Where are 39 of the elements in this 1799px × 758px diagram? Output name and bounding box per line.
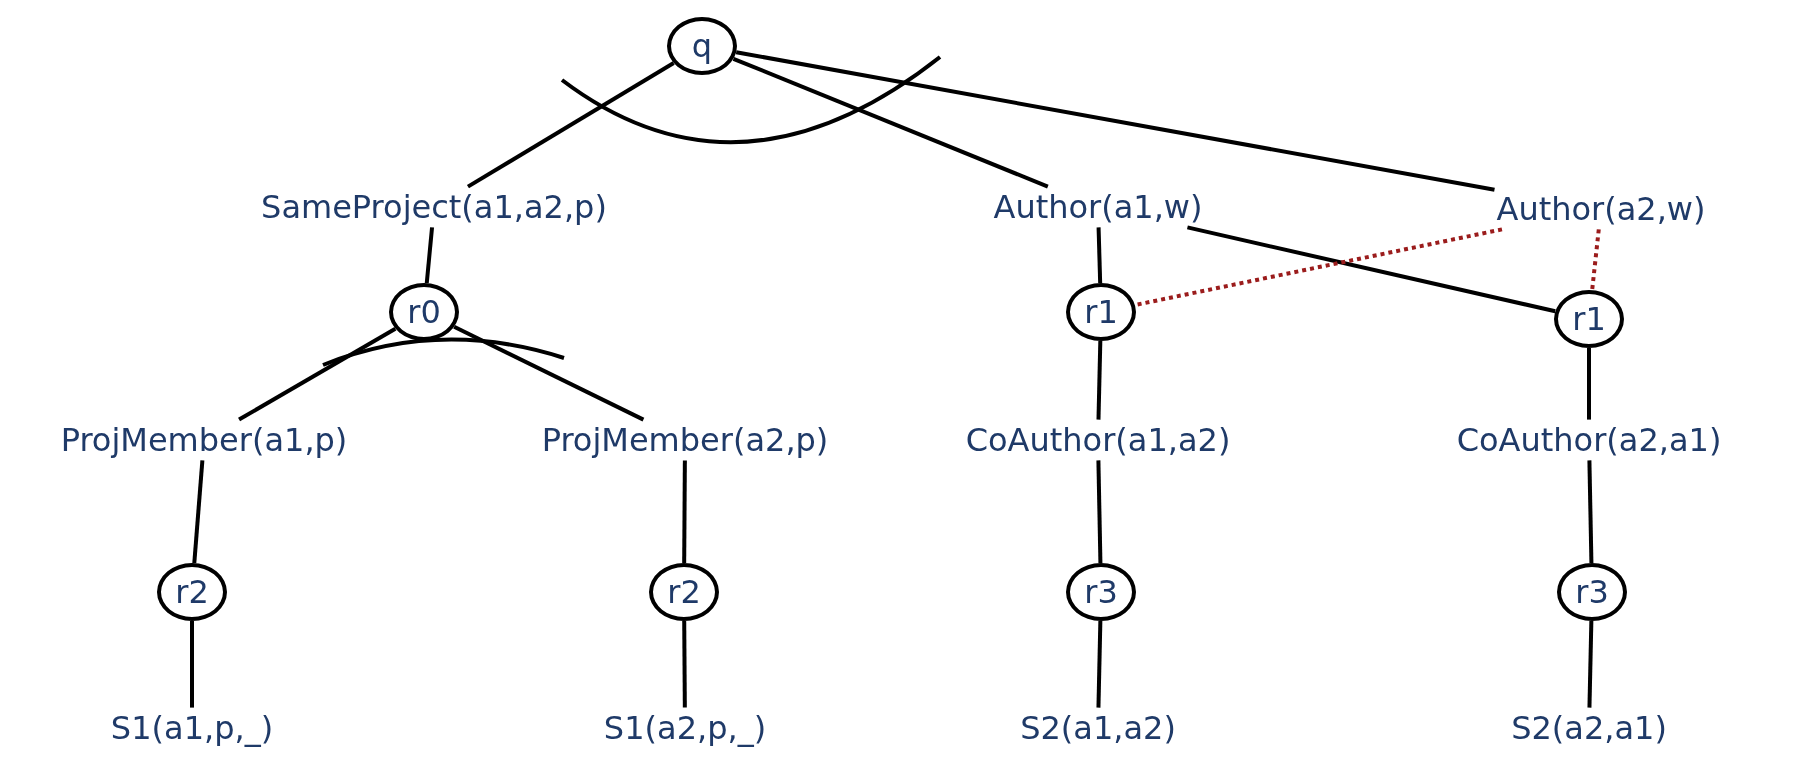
node-label: Author(a1,w)	[993, 188, 1203, 226]
node-label: S2(a1,a2)	[1020, 709, 1176, 747]
connector-line	[190, 621, 194, 708]
node-label: S1(a2,p,_)	[603, 709, 767, 747]
connector-line	[424, 227, 435, 284]
circle-node: r0	[389, 283, 459, 341]
node-label: CoAuthor(a2,a1)	[1456, 421, 1722, 459]
circle-node: q	[667, 17, 737, 75]
connector-line	[1096, 460, 1103, 564]
connector-line	[1587, 460, 1594, 564]
dotted-connector	[1134, 227, 1503, 307]
connector-line	[735, 50, 1495, 192]
connector-line	[1587, 620, 1594, 708]
circle-node: r2	[649, 563, 719, 621]
node-label: ProjMember(a1,p)	[60, 421, 348, 459]
circle-node: r3	[1557, 563, 1627, 621]
connector-line	[732, 56, 1049, 189]
connector-line	[453, 324, 645, 422]
node-label: CoAuthor(a1,a2)	[965, 421, 1231, 459]
node-label: S1(a1,p,_)	[110, 709, 274, 747]
connector-line	[238, 326, 397, 422]
circle-node: r1	[1066, 283, 1136, 341]
connector-line	[682, 620, 687, 708]
node-label: ProjMember(a2,p)	[541, 421, 829, 459]
circle-node: r1	[1554, 290, 1624, 348]
node-label: S2(a2,a1)	[1511, 709, 1667, 747]
connector-line	[192, 460, 205, 564]
circle-node: r2	[157, 563, 227, 621]
connector-line	[1187, 225, 1556, 314]
connector-line	[1587, 348, 1591, 420]
node-label: Author(a2,w)	[1496, 190, 1706, 228]
connector-line	[466, 61, 675, 189]
circle-node: r3	[1066, 563, 1136, 621]
dotted-connector	[1590, 229, 1601, 291]
connector-line	[682, 460, 687, 563]
connector-line	[1096, 227, 1103, 284]
connector-line	[1096, 620, 1103, 708]
node-label: SameProject(a1,a2,p)	[261, 188, 607, 226]
connector-line	[1096, 340, 1103, 420]
